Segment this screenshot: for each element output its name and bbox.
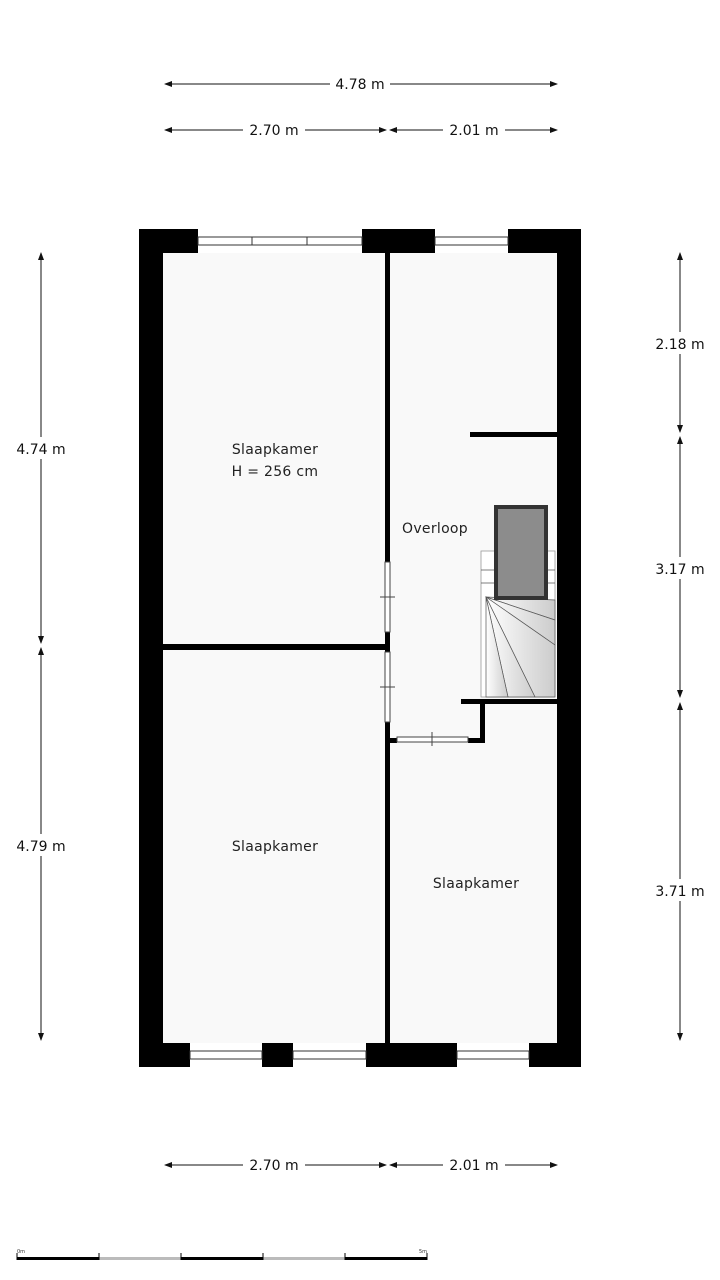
- staircase: [480, 505, 556, 698]
- dim-top-right: 2.01 m: [449, 123, 498, 139]
- dim-right-upper: 2.18 m: [655, 337, 704, 353]
- scale-bar: 0m 5m: [16, 1249, 428, 1260]
- window-bottom-2: [292, 1050, 367, 1060]
- window-bottom-1: [189, 1050, 263, 1060]
- room-label-bedroom-bottom-left: Slaapkamer: [232, 839, 318, 855]
- window-top-right: [434, 236, 509, 246]
- scale-start: 0m: [17, 1249, 25, 1255]
- dim-top-total: 4.78 m: [335, 77, 384, 93]
- scale-end: 5m: [419, 1249, 427, 1255]
- room-label-landing: Overloop: [402, 521, 468, 537]
- room-label-bedroom-bottom-right: Slaapkamer: [433, 876, 519, 892]
- window-bottom-3: [456, 1050, 530, 1060]
- stair-void: [494, 505, 548, 600]
- dim-bottom-left: 2.70 m: [249, 1158, 298, 1174]
- windows: [189, 236, 530, 1060]
- dim-left-upper: 4.74 m: [16, 442, 65, 458]
- window-top-left: [197, 236, 363, 246]
- outer-walls: [139, 229, 581, 1067]
- interior-walls: [163, 253, 557, 1043]
- dim-right-middle: 3.17 m: [655, 562, 704, 578]
- dim-top-left: 2.70 m: [249, 123, 298, 139]
- room-height-label: H = 256 cm: [232, 464, 319, 480]
- room-label-bedroom-top-left: Slaapkamer: [232, 442, 318, 458]
- dim-left-lower: 4.79 m: [16, 839, 65, 855]
- dim-right-lower: 3.71 m: [655, 884, 704, 900]
- doors[interactable]: [380, 561, 469, 746]
- dim-bottom-right: 2.01 m: [449, 1158, 498, 1174]
